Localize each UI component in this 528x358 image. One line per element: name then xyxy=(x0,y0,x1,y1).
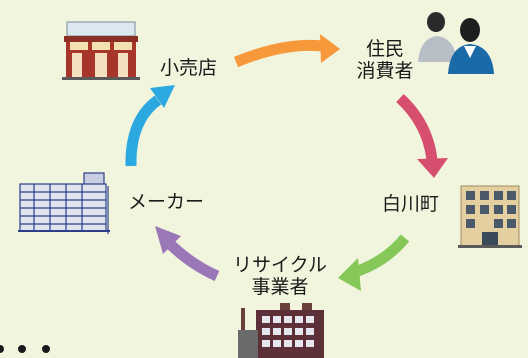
shop-icon xyxy=(62,21,140,80)
residents-line-1: 住民 xyxy=(365,38,404,60)
arrow-residents-to-town xyxy=(396,93,448,178)
recycler-line-2: 事業者 xyxy=(251,276,309,298)
town-hall-icon xyxy=(458,185,522,248)
node-label-town: 白川町 xyxy=(382,193,440,215)
factory-icon xyxy=(238,303,324,358)
arrow-maker-to-retailer xyxy=(125,85,175,167)
node-label-residents: 住民 消費者 xyxy=(346,38,424,82)
node-label-maker: メーカー xyxy=(128,191,205,213)
recycler-line-1: リサイクル xyxy=(232,254,328,276)
residents-line-2: 消費者 xyxy=(356,60,414,82)
people-icon xyxy=(418,12,494,74)
arrow-recycler-to-maker xyxy=(155,226,220,282)
arrow-town-to-recycler xyxy=(338,234,410,291)
node-label-retailer: 小売店 xyxy=(160,57,218,79)
arrow-retailer-to-residents xyxy=(233,34,340,68)
node-label-recycler: リサイクル 事業者 xyxy=(222,254,338,298)
manufacturer-building-icon xyxy=(18,172,110,234)
ellipsis-dots-icon xyxy=(0,345,50,353)
